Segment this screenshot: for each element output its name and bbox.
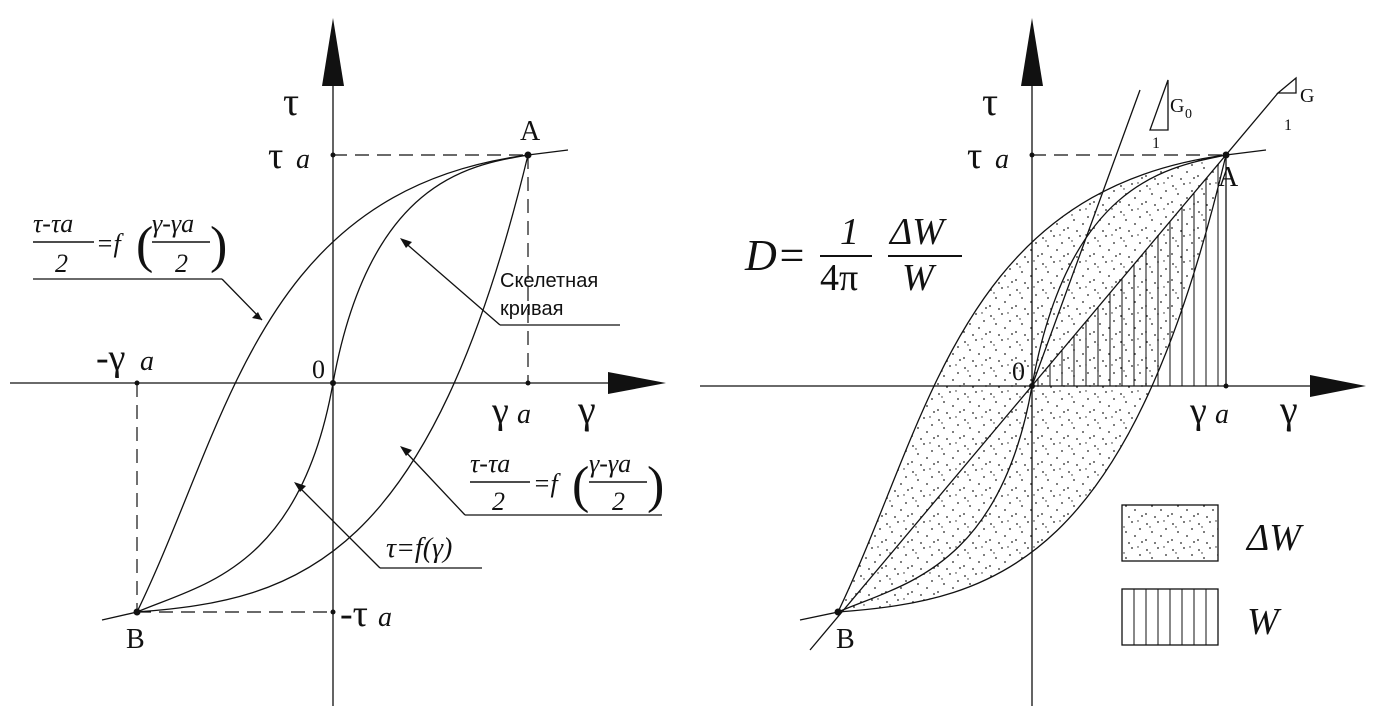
neg-gamma-a-label: -γ	[96, 337, 125, 379]
legend-swatch-dots	[1121, 504, 1219, 562]
gamma-a-sub: a	[517, 399, 531, 430]
lower-branch-curve-right	[837, 154, 1227, 613]
g-slope-triangle	[1276, 76, 1297, 94]
point-b-dot	[133, 608, 141, 616]
eq-upper-den-left: 2	[55, 249, 68, 278]
gamma-a-label: γ	[491, 390, 509, 432]
gamma-axis-arrow	[608, 372, 666, 394]
gamma-a-label-right: γ	[1189, 390, 1207, 432]
origin-dot	[330, 380, 336, 386]
gamma-a-dot-right	[1223, 383, 1229, 389]
point-b-label: B	[126, 624, 145, 655]
gamma-axis-label: γ	[577, 387, 596, 432]
g-label: G	[1300, 85, 1314, 107]
tau-axis-arrow	[322, 18, 344, 86]
eq-upper-eq: =f	[96, 229, 125, 258]
neg-gamma-a-dot	[134, 380, 140, 386]
gamma-axis-label-right: γ	[1279, 387, 1298, 432]
point-b-label-right: B	[836, 624, 855, 655]
eq-skeleton-text: τ=f(γ)	[386, 533, 452, 564]
eq-upper-num-left: τ-τa	[33, 209, 73, 238]
origin-dot-right	[1029, 383, 1035, 389]
g-slope-one: 1	[1284, 117, 1292, 134]
neg-tau-a-sub: a	[378, 602, 392, 633]
tau-axis-label-right: τ	[982, 79, 998, 124]
origin-label: 0	[312, 355, 325, 384]
upper-branch-equation: τ-τa 2 =f ( γ-γa 2 )	[33, 209, 263, 321]
legend-label-w: W	[1247, 601, 1282, 643]
neg-gamma-a-sub: a	[140, 346, 154, 377]
tau-a-dot-right	[1029, 152, 1035, 158]
formula-den2: W	[902, 257, 937, 299]
eq-upper-num-right: γ-γa	[152, 209, 194, 238]
g0-slope-one: 1	[1152, 135, 1160, 152]
legend-swatch-vlines	[1121, 588, 1219, 646]
lower-branch-curve	[136, 154, 529, 613]
g0-label: G	[1170, 95, 1184, 117]
eq-lower-den-right: 2	[612, 487, 625, 516]
eq-lower-num-left: τ-τa	[470, 449, 510, 478]
eq-lower-num-right: γ-γa	[589, 449, 631, 478]
gamma-a-dot	[525, 380, 531, 386]
legend: ΔW W	[1121, 504, 1304, 646]
tau-axis-arrow-right	[1021, 18, 1043, 86]
point-b-dot-right	[834, 608, 842, 616]
point-a-label: A	[520, 116, 541, 147]
gamma-a-sub-right: a	[1215, 399, 1229, 430]
upper-branch-curve	[101, 149, 569, 621]
g0-sub-label: 0	[1185, 107, 1192, 122]
right-diagram: τ γ 0 τ a γ a A B G 0 1 G 1 D= 1 4π ΔW W…	[700, 18, 1366, 706]
skeleton-label-line1: Скелетная	[500, 270, 598, 292]
eq-lower-den-left: 2	[492, 487, 505, 516]
point-a-label-right: A	[1218, 162, 1239, 193]
tau-a-sub: a	[296, 144, 310, 175]
eq-lower-paren-open: (	[572, 457, 589, 514]
eq-lower-eq: =f	[533, 469, 562, 498]
neg-tau-a-label: -τ	[340, 593, 368, 635]
neg-tau-a-dot	[330, 609, 336, 615]
point-a-dot	[524, 151, 532, 159]
eq-upper-den-right: 2	[175, 249, 188, 278]
skeleton-label-line2: кривая	[500, 298, 563, 320]
g0-slope-triangle	[1149, 79, 1169, 131]
skeleton-label: Скелетная кривая	[400, 238, 620, 326]
damping-formula: D= 1 4π ΔW W	[744, 211, 962, 299]
point-a-dot-right	[1222, 151, 1230, 159]
upper-branch-curve-right	[799, 149, 1267, 621]
formula-lhs: D=	[744, 231, 806, 280]
formula-den1: 4π	[820, 257, 858, 299]
left-diagram: τ γ 0 τ a γ a -γ a -τ a A B τ-τa 2 =f ( …	[10, 18, 666, 706]
lower-branch-equation: τ-τa 2 =f ( γ-γa 2 )	[400, 446, 664, 516]
tau-a-label: τ	[268, 135, 283, 177]
gamma-axis-arrow-right	[1310, 375, 1366, 397]
tau-a-sub-right: a	[995, 144, 1009, 175]
eq-lower-paren-close: )	[647, 457, 664, 514]
g-secant-line	[809, 92, 1279, 651]
tau-axis-label: τ	[283, 79, 299, 124]
formula-num1: 1	[840, 211, 859, 253]
legend-label-delta-w: ΔW	[1245, 517, 1304, 559]
origin-label-right: 0	[1012, 357, 1025, 386]
formula-num2: ΔW	[888, 211, 947, 253]
tau-a-label-right: τ	[967, 135, 982, 177]
tau-a-dot	[330, 152, 336, 158]
eq-upper-paren-open: (	[136, 217, 153, 274]
g0-tangent-line	[1031, 89, 1141, 387]
eq-upper-paren-close: )	[210, 217, 227, 274]
skeleton-equation: τ=f(γ)	[294, 482, 482, 569]
